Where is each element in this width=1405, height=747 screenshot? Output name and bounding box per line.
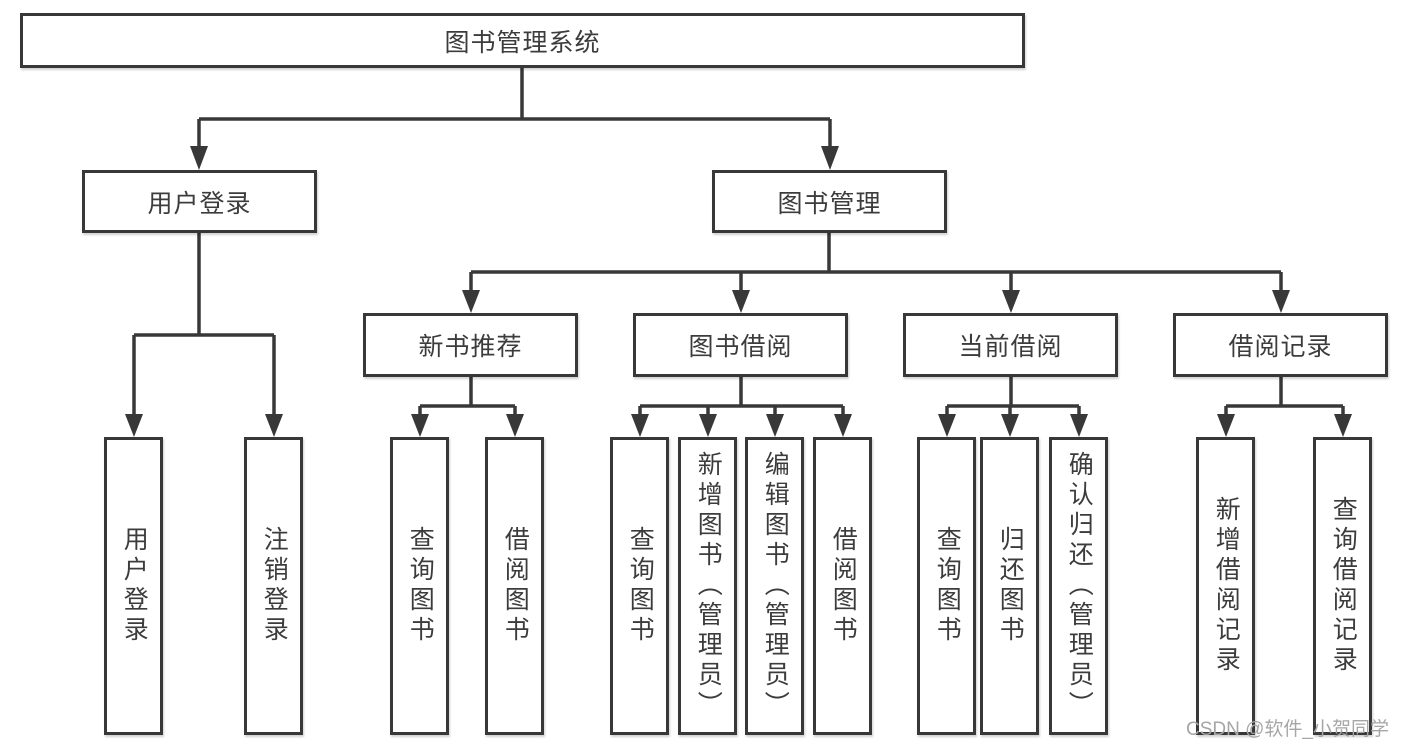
leaf-label: 新增图书（管理员） [694,451,723,721]
leaf-label: 注销登录 [260,526,289,646]
node-current-borrowing: 当前借阅 [903,313,1118,377]
leaf-confirm-return-admin: 确认归还（管理员） [1049,437,1108,735]
leaf-label: 归还图书 [996,526,1025,646]
arrowhead-icon [1272,290,1290,313]
leaf-query-books-recommend: 查询图书 [390,437,449,735]
arrowhead-icon [125,414,143,437]
leaf-return-books: 归还图书 [980,437,1039,735]
node-borrow-records: 借阅记录 [1173,313,1388,377]
arrowhead-icon [732,290,750,313]
leaf-label: 新增借阅记录 [1212,496,1241,676]
arrowhead-icon [631,414,649,437]
leaf-label: 用户登录 [120,526,149,646]
leaf-label: 编辑图书（管理员） [761,451,790,721]
arrowhead-icon [265,414,283,437]
leaf-label: 确认归还（管理员） [1065,451,1094,721]
node-book-borrowing: 图书借阅 [633,313,848,377]
leaf-label: 借阅图书 [829,526,858,646]
leaf-query-books-borrowing: 查询图书 [610,437,669,735]
leaf-query-borrow-record: 查询借阅记录 [1313,437,1372,735]
arrowhead-icon [1070,414,1088,437]
leaf-borrow-books-recommend: 借阅图书 [485,437,544,735]
node-user-login: 用户登录 [82,170,317,233]
leaf-logout: 注销登录 [244,437,303,735]
arrowhead-icon [699,414,717,437]
node-book-management: 图书管理 [712,170,947,233]
arrowhead-icon [766,414,784,437]
leaf-label: 查询借阅记录 [1329,496,1358,676]
leaf-user-login: 用户登录 [104,437,163,735]
leaf-label: 查询图书 [406,526,435,646]
arrowhead-icon [462,290,480,313]
leaf-add-borrow-record: 新增借阅记录 [1196,437,1255,735]
arrowhead-icon [1217,414,1235,437]
arrowhead-icon [506,414,524,437]
leaf-label: 查询图书 [933,526,962,646]
leaf-borrow-books-borrowing: 借阅图书 [813,437,872,735]
arrowhead-icon [411,414,429,437]
arrowhead-icon [1002,290,1020,313]
node-root-system: 图书管理系统 [20,13,1025,68]
leaf-label: 查询图书 [626,526,655,646]
arrowhead-icon [834,414,852,437]
node-new-book-recommend: 新书推荐 [363,313,578,377]
arrowhead-icon [190,146,208,170]
leaf-query-books-current: 查询图书 [917,437,976,735]
arrowhead-icon [938,414,956,437]
arrowhead-icon [821,146,839,170]
csdn-watermark: CSDN @软件_小贺同学 [1186,719,1389,740]
leaf-add-books-admin: 新增图书（管理员） [678,437,737,735]
leaf-edit-books-admin: 编辑图书（管理员） [745,437,804,735]
leaf-label: 借阅图书 [501,526,530,646]
arrowhead-icon [1001,414,1019,437]
arrowhead-icon [1334,414,1352,437]
